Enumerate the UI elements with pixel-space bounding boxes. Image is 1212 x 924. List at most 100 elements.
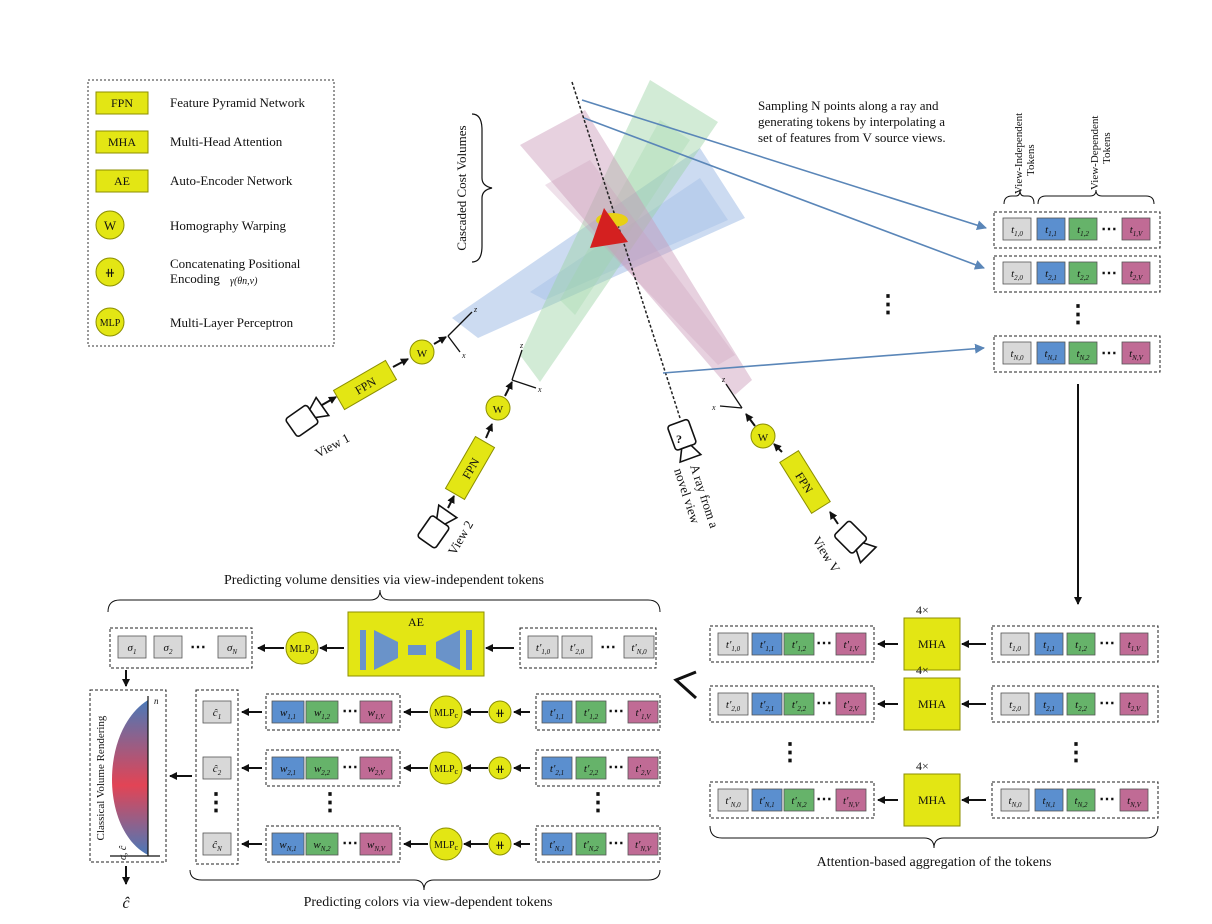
legend-w-swatch [95, 210, 125, 240]
attn-out-0-2: t'1,2 [792, 639, 807, 653]
density-in-2-box [623, 635, 655, 659]
mlp-c-1 [429, 751, 463, 785]
density-in-2: t'N,0 [631, 642, 647, 656]
attn-out-1-3: t'2,V [844, 699, 860, 713]
viewV-axes: z x [711, 375, 743, 412]
attn-in-0-0: t1,0 [1009, 639, 1021, 653]
viewV-warp [750, 423, 776, 449]
color-in-2-1-box [575, 832, 607, 856]
color-in-0-1: t'1,2 [584, 707, 599, 721]
mha-label-2: MHA [918, 793, 946, 807]
density-out-2: σN [227, 642, 237, 656]
attn-out-1-1-box [751, 692, 783, 716]
svg-text:⋯: ⋯ [1099, 695, 1115, 712]
color-out-2: ĉN [212, 839, 222, 853]
svg-text:x: x [537, 385, 542, 394]
legend-mlp-symbol: MLP [100, 318, 121, 329]
attn-in-2-3-box [1119, 788, 1149, 812]
mha-label-0: MHA [918, 637, 946, 651]
view1-warp [409, 339, 435, 365]
legend-mha-swatch [95, 130, 149, 154]
attn-in-0-2-box [1066, 632, 1096, 656]
attn-in-0-0-box [1000, 632, 1030, 656]
attn-out-0-0-box [717, 632, 749, 656]
top-token-2-1-box [1036, 341, 1066, 365]
color-in-1-1-box [575, 756, 607, 780]
attn-in-1-1-box [1034, 692, 1064, 716]
top-token-2-3-box [1121, 341, 1151, 365]
legend-concat-desc: Concatenating Positional [170, 256, 301, 271]
svg-text:⋯: ⋯ [816, 695, 832, 712]
density-in-0: t'1,0 [536, 642, 551, 656]
top-token-1-0-box [1002, 261, 1032, 285]
color-in-1-0-box [541, 756, 573, 780]
render-axis-n: n [154, 696, 159, 706]
attn-in-1-0-box [1000, 692, 1030, 716]
color-vellipsis-w: ⋮ [318, 790, 342, 816]
attn-out-2-1-box [751, 788, 783, 812]
attn-vellipsis-left: ⋮ [778, 740, 802, 766]
density-in-0-box [527, 635, 559, 659]
vi-brace [1003, 189, 1035, 205]
top-token-2-3: tN,V [1129, 348, 1143, 362]
mha-repeat-2: 4× [916, 759, 929, 773]
view-dependent-label-1: View-Dependent [1089, 116, 1101, 190]
render-output: ĉ [122, 895, 130, 912]
weight-1-1: w2,2 [314, 763, 331, 777]
color-in-2-2-box [627, 832, 659, 856]
color-out-0-box [202, 700, 232, 724]
weight-0-2-box [359, 700, 393, 724]
color-in-0-2: t'1,V [636, 707, 652, 721]
vd-brace [1037, 189, 1155, 205]
ae-label: AE [408, 615, 424, 629]
top-token-2-0-box [1002, 341, 1032, 365]
svg-text:⋯: ⋯ [342, 835, 358, 852]
svg-text:⧺: ⧺ [495, 762, 505, 776]
attn-in-0-3: t1,V [1128, 639, 1141, 653]
view2-camera [417, 503, 459, 549]
density-brace [107, 589, 661, 613]
attn-in-2-2: tN,2 [1075, 795, 1088, 809]
attn-in-1-3: t2,V [1128, 699, 1141, 713]
color-in-1-2-box [627, 756, 659, 780]
top-token-0-0-box [1002, 217, 1032, 241]
color-in-1-1: t'2,2 [584, 763, 599, 777]
attn-in-1-3-box [1119, 692, 1149, 716]
top-token-0-2: t1,2 [1077, 224, 1089, 238]
color-in-2-0: t'N,1 [549, 839, 564, 853]
attn-in-1-2: t2,2 [1075, 699, 1087, 713]
weight-2-0-box [271, 832, 305, 856]
attn-out-2-0-box [717, 788, 749, 812]
viewV-warp-label: W [758, 432, 769, 444]
svg-text:⋯: ⋯ [190, 639, 206, 656]
top-row-ellipsis: ⋯ [1101, 221, 1117, 238]
attention-caption: Attention-based aggregation of the token… [817, 855, 1052, 870]
view-independent-label-2: Tokens [1025, 144, 1037, 176]
legend-mha-desc: Multi-Head Attention [170, 134, 283, 149]
density-out-1-box [153, 635, 183, 659]
weight-1-1-box [305, 756, 339, 780]
attn-out-1-2: t'2,2 [792, 699, 807, 713]
frustum-viewV [520, 110, 752, 395]
attn-in-0-2: t1,2 [1075, 639, 1087, 653]
color-vellipsis-out: ⋮ [204, 790, 228, 816]
top-token-0-3-box [1121, 217, 1151, 241]
attn-in-0-1: t1,1 [1043, 639, 1055, 653]
attn-in-0-1-box [1034, 632, 1064, 656]
attn-out-1-2-box [783, 692, 815, 716]
weight-1-2-box [359, 756, 393, 780]
attn-in-0-3-box [1119, 632, 1149, 656]
rendering-block: n σ, ĉ Classical Volume Rendering ĉ [89, 689, 167, 912]
view-dependent-label-2: Tokens [1101, 132, 1113, 164]
svg-text:⋯: ⋯ [600, 639, 616, 656]
mlp-sigma-label: MLPσ [290, 644, 316, 656]
view2-label: View 2 [445, 518, 477, 558]
color-caption: Predicting colors via view-dependent tok… [304, 895, 553, 910]
top-token-1-1: t2,1 [1045, 268, 1057, 282]
legend-concat-math: γ(θn,v) [230, 276, 258, 287]
viewV-fpn [779, 450, 831, 514]
frustum-viewV-inner [545, 160, 735, 365]
attn-out-2-2: t'N,2 [791, 795, 807, 809]
mlp-c-label-2: MLPc [434, 840, 459, 852]
